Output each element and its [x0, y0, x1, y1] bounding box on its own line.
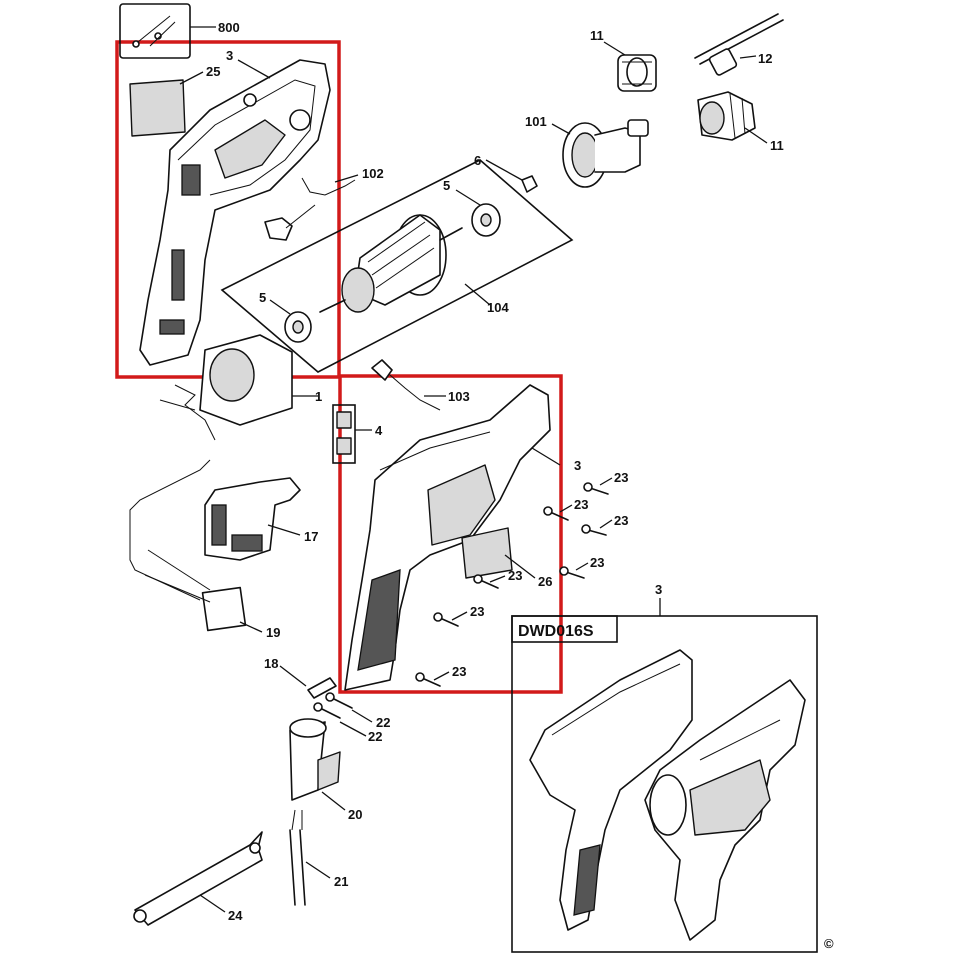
callout-21: 21 — [334, 874, 348, 889]
part-23-screw-c — [581, 519, 613, 536]
part-17-trigger-switch — [129, 459, 301, 601]
part-19-capacitor — [144, 549, 263, 633]
callout-4: 4 — [375, 423, 383, 438]
callout-23-f: 23 — [470, 604, 484, 619]
callout-3-box: 3 — [655, 582, 662, 597]
callout-5-left: 5 — [259, 290, 266, 305]
part-23-screw-f — [433, 611, 468, 627]
callout-19: 19 — [266, 625, 280, 640]
part-23-screw-g — [415, 671, 450, 687]
part-101-gear-assembly — [551, 119, 649, 188]
part-5-bearing-left — [269, 299, 312, 343]
part-5-bearing-top — [455, 189, 501, 237]
callout-23-d: 23 — [590, 555, 604, 570]
part-3-housing-half — [139, 59, 331, 366]
callout-24: 24 — [228, 908, 243, 923]
part-21-power-cord — [289, 809, 331, 906]
part-6-nut — [485, 159, 538, 193]
part-102-wire — [264, 174, 359, 241]
part-12-chuck-key — [694, 13, 784, 76]
callout-6: 6 — [474, 153, 481, 168]
callout-18: 18 — [264, 656, 278, 671]
callout-1: 1 — [315, 389, 322, 404]
part-4-carbon-brushes — [332, 404, 372, 464]
part-23-screw-e — [473, 574, 506, 589]
part-11-keyed-chuck — [603, 41, 657, 92]
callout-3-top: 3 — [226, 48, 233, 63]
callout-25: 25 — [206, 64, 220, 79]
callout-103: 103 — [448, 389, 470, 404]
callout-5-top: 5 — [443, 178, 450, 193]
callout-12: 12 — [758, 51, 772, 66]
callout-11-top: 11 — [590, 28, 604, 43]
part-800-labels — [119, 3, 216, 59]
part-103-wire-clip — [371, 359, 446, 411]
part-11-keyless-chuck — [697, 91, 768, 144]
part-23-screw-b — [543, 504, 573, 521]
callout-23-e: 23 — [508, 568, 522, 583]
callout-11-right: 11 — [770, 138, 784, 153]
part-23-screw-a — [583, 477, 613, 495]
callout-17: 17 — [304, 529, 318, 544]
part-20-cord-guard — [289, 718, 346, 811]
model-label: DWD016S — [518, 623, 594, 640]
part-18-cord-clamp — [279, 665, 337, 699]
callout-800: 800 — [218, 20, 240, 35]
callout-22-a: 22 — [376, 715, 390, 730]
callout-20: 20 — [348, 807, 362, 822]
callout-23-a: 23 — [614, 470, 628, 485]
callout-26: 26 — [538, 574, 552, 589]
part-23-screw-d — [559, 562, 589, 579]
part-22-screw-a — [325, 692, 373, 723]
callout-22-b: 22 — [368, 729, 382, 744]
callout-101: 101 — [525, 114, 547, 129]
part-104-armature-box — [220, 159, 574, 373]
part-26-label — [461, 527, 536, 579]
callout-104: 104 — [487, 300, 509, 315]
part-3-housing-assembled — [344, 384, 561, 691]
callout-23-b: 23 — [574, 497, 588, 512]
part-22-screw-b — [313, 702, 367, 737]
callout-102: 102 — [362, 166, 384, 181]
part-1-field-stator — [159, 334, 318, 441]
model-inset-box — [511, 598, 818, 953]
part-25-label-plate — [129, 71, 204, 137]
highlight-box-housing-assembled — [338, 374, 563, 694]
callout-3-mid: 3 — [574, 458, 581, 473]
copyright-symbol: © — [824, 936, 834, 951]
callout-23-g: 23 — [452, 664, 466, 679]
part-24-wrench — [133, 831, 263, 926]
callout-23-c: 23 — [614, 513, 628, 528]
